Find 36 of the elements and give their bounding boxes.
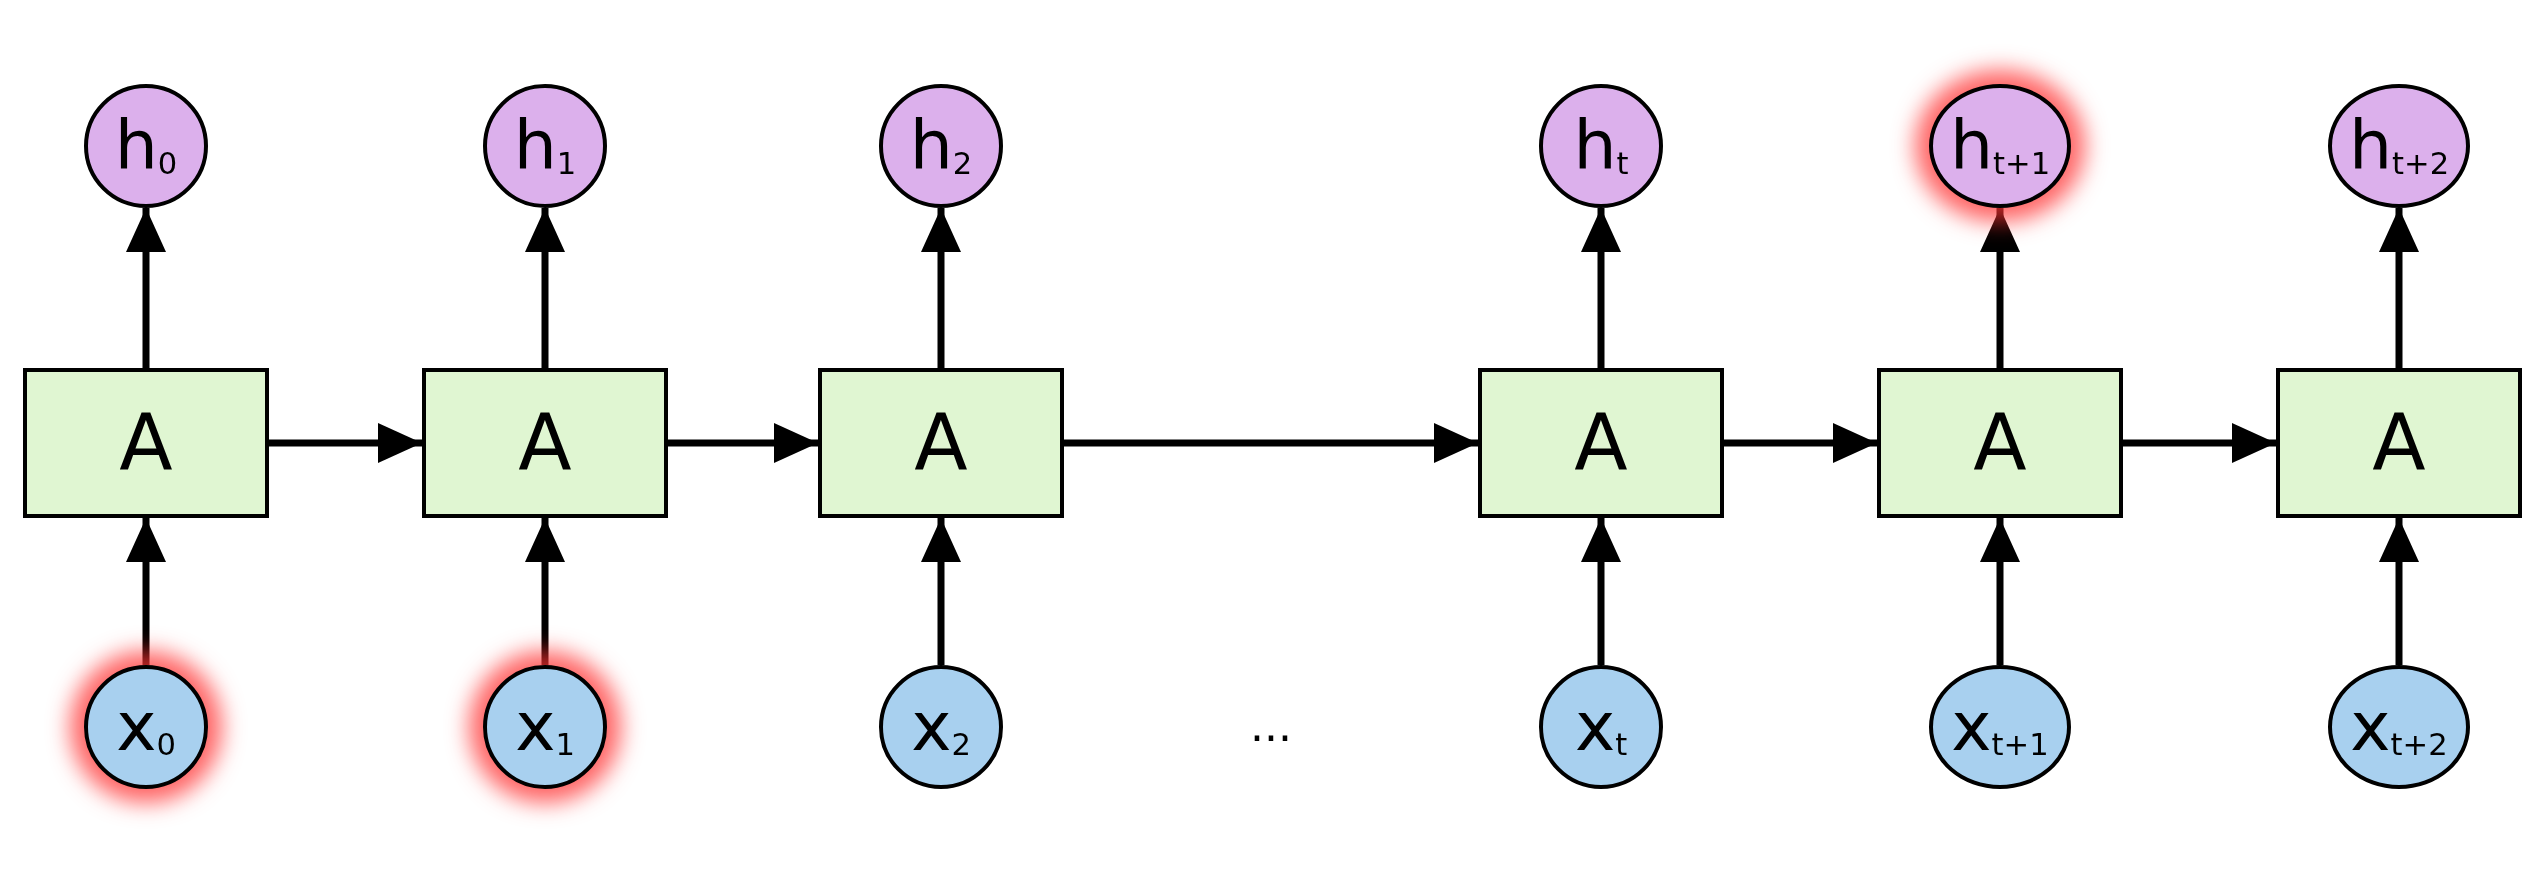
input-circle: x$_{0}$ [84, 665, 208, 789]
arrow [921, 518, 961, 665]
output-circle: h$_{0}$ [84, 84, 208, 208]
input-circle: x$_{t}$ [1539, 665, 1663, 789]
output-circle: h$_{2}$ [879, 84, 1003, 208]
arrow [1980, 518, 2020, 665]
input-circle: x$_{t+1}$ [1929, 665, 2071, 789]
arrow [269, 423, 422, 463]
output-circle: h$_{1}$ [483, 84, 607, 208]
output-circle: h$_{t+2}$ [2328, 84, 2470, 208]
ellipsis-label: ... [1250, 700, 1292, 751]
arrow [668, 423, 818, 463]
input-circle: x$_{t+2}$ [2328, 665, 2470, 789]
arrow [525, 208, 565, 368]
rnn-cell-box: A [818, 368, 1064, 518]
rnn-cell-box: A [23, 368, 269, 518]
arrow [126, 208, 166, 368]
input-circle: x$_{2}$ [879, 665, 1003, 789]
rnn-cell-box: A [422, 368, 668, 518]
arrow [1581, 518, 1621, 665]
arrow [2379, 518, 2419, 665]
output-circle: h$_{t+1}$ [1929, 84, 2071, 208]
arrow [921, 208, 961, 368]
arrow [126, 518, 166, 665]
input-circle: x$_{1}$ [483, 665, 607, 789]
arrow [2123, 423, 2276, 463]
arrow [2379, 208, 2419, 368]
rnn-cell-box: A [2276, 368, 2522, 518]
arrow [1980, 208, 2020, 368]
arrow [1724, 423, 1877, 463]
output-circle: h$_{t}$ [1539, 84, 1663, 208]
rnn-cell-box: A [1877, 368, 2123, 518]
arrow [1581, 208, 1621, 368]
rnn-cell-box: A [1478, 368, 1724, 518]
arrow [525, 518, 565, 665]
arrow [1064, 423, 1478, 463]
